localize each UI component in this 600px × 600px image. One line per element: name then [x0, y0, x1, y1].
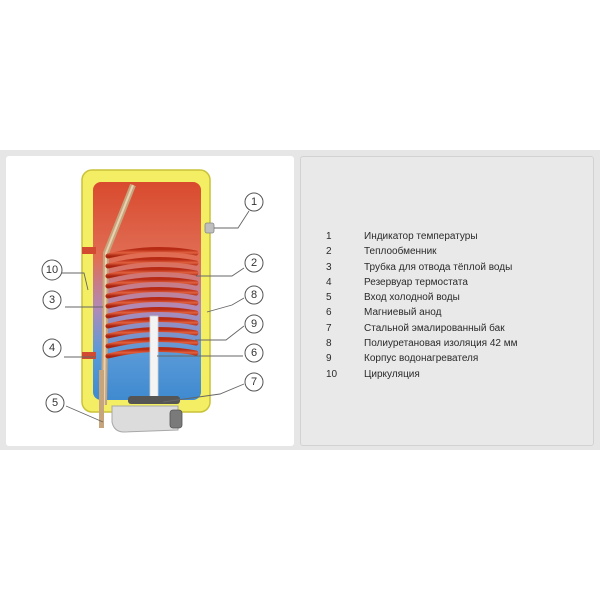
callout-5: 5	[45, 393, 65, 413]
legend-number: 7	[326, 322, 332, 334]
legend-number: 2	[326, 246, 332, 258]
callout-10: 10	[41, 259, 63, 281]
callout-number: 5	[52, 397, 58, 409]
legend-number: 5	[326, 292, 332, 304]
bottom-connector	[169, 409, 183, 429]
legend-number: 1	[326, 231, 332, 242]
heat-exchanger-coil	[105, 247, 199, 359]
legend-text: Вход холодной воды	[364, 292, 460, 304]
cold-water-pipe	[99, 370, 104, 428]
anode-flange	[128, 396, 180, 404]
warm-water-pipe-highlight	[103, 184, 134, 406]
legend-text: Циркуляция	[364, 368, 420, 380]
legend-panel: 1 Индикатор температуры 2 Теплообменник 3 Т…	[300, 156, 594, 446]
legend-text: Полиуретановая изоляция 42 мм	[364, 338, 518, 350]
callout-number: 7	[251, 376, 257, 388]
legend-text: Резервуар термостата	[364, 276, 468, 288]
callout-number: 10	[46, 264, 58, 276]
callout-number: 4	[49, 342, 55, 354]
legend-item: 5 Вход холодной воды	[326, 290, 518, 305]
callout-8: 8	[244, 285, 264, 305]
legend-item: 3 Трубка для отвода тёплой воды	[326, 260, 518, 275]
bottom-housing	[111, 405, 179, 433]
legend-text: Корпус водонагревателя	[364, 353, 479, 365]
legend-item: 9 Корпус водонагревателя	[326, 351, 518, 366]
temperature-indicator	[204, 222, 215, 234]
callout-9: 9	[244, 314, 264, 334]
legend-text: Теплообменник	[364, 246, 437, 258]
callout-number: 1	[251, 196, 257, 208]
legend-number: 3	[326, 261, 332, 273]
legend-number: 8	[326, 338, 332, 350]
legend-list: 1 Индикатор температуры 2 Теплообменник 3 Т…	[326, 229, 518, 382]
legend-number: 4	[326, 276, 332, 288]
magnesium-anode	[149, 315, 159, 399]
legend-number: 10	[326, 368, 338, 380]
legend-item: 6 Магниевый анод	[326, 305, 518, 320]
legend-item: 10 Циркуляция	[326, 367, 518, 382]
circulation-nozzle	[82, 247, 96, 254]
legend-text: Стальной эмалированный бак	[364, 322, 505, 334]
legend-text: Магниевый анод	[364, 307, 442, 319]
callout-number: 3	[49, 294, 55, 306]
callout-1: 1	[244, 192, 264, 212]
callout-6: 6	[244, 343, 264, 363]
callout-leaders	[62, 210, 250, 423]
legend-number: 6	[326, 307, 332, 319]
legend-item: 4 Резервуар термостата	[326, 275, 518, 290]
callout-4: 4	[42, 338, 62, 358]
callout-number: 8	[251, 289, 257, 301]
legend-item: 2 Теплообменник	[326, 244, 518, 259]
callout-number: 6	[251, 347, 257, 359]
legend-item: 1 Индикатор температуры	[326, 229, 518, 244]
thermostat-socket	[82, 352, 96, 359]
legend-item: 7 Стальной эмалированный бак	[326, 321, 518, 336]
legend-text: Трубка для отвода тёплой воды	[364, 261, 513, 273]
callout-3: 3	[42, 290, 62, 310]
callout-number: 9	[251, 318, 257, 330]
legend-number: 9	[326, 353, 332, 365]
legend-text: Индикатор температуры	[364, 231, 478, 242]
callout-number: 2	[251, 257, 257, 269]
legend-item: 8 Полиуретановая изоляция 42 мм	[326, 336, 518, 351]
callout-7: 7	[244, 372, 264, 392]
callout-2: 2	[244, 253, 264, 273]
